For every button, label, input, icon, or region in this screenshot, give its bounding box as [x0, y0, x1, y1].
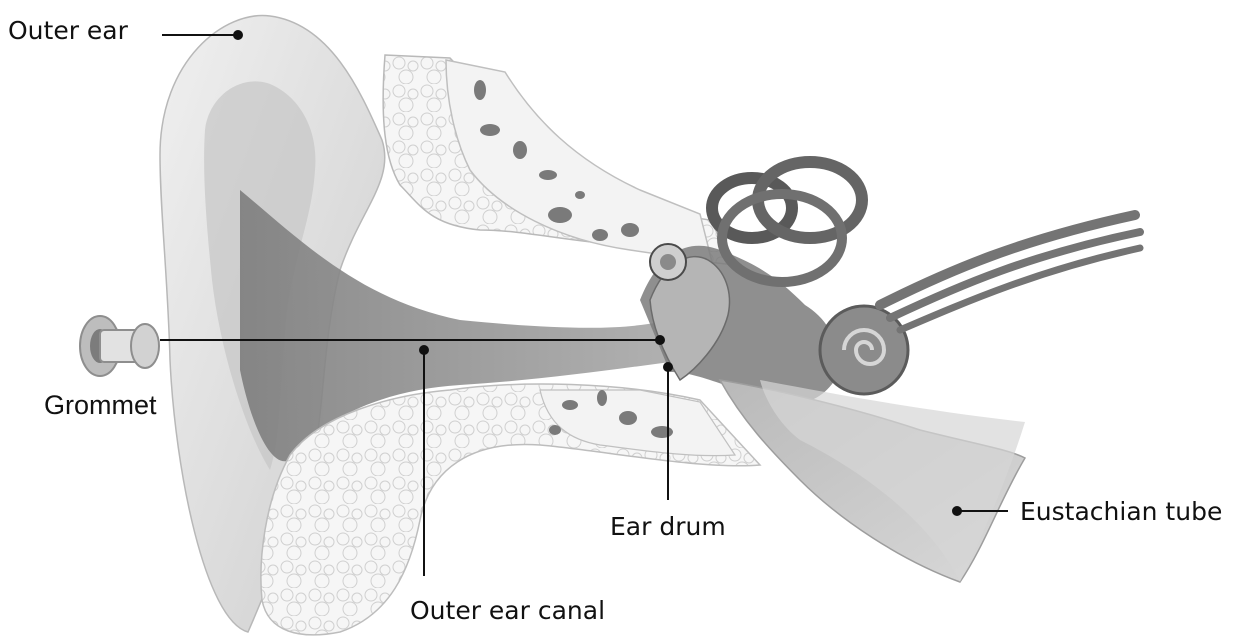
- grommet-leader-dot: [656, 336, 664, 344]
- grommet-shape: [80, 316, 159, 376]
- outer-ear-label: Outer ear: [8, 18, 128, 43]
- eustachian-tube-shape: [720, 380, 1025, 582]
- canal-leader-dot: [420, 346, 428, 354]
- outer-ear-leader-dot: [234, 31, 242, 39]
- auditory-nerves: [880, 215, 1140, 330]
- grommet-label: Grommet: [44, 392, 157, 419]
- eustachian-leader-dot: [953, 507, 961, 515]
- outer-ear-canal-label: Outer ear canal: [410, 598, 605, 623]
- ear-drum-label: Ear drum: [610, 514, 726, 539]
- eustachian-tube-label: Eustachian tube: [1020, 499, 1222, 524]
- upper-bone: [383, 55, 735, 265]
- ear-drum-leader-dot: [664, 363, 672, 371]
